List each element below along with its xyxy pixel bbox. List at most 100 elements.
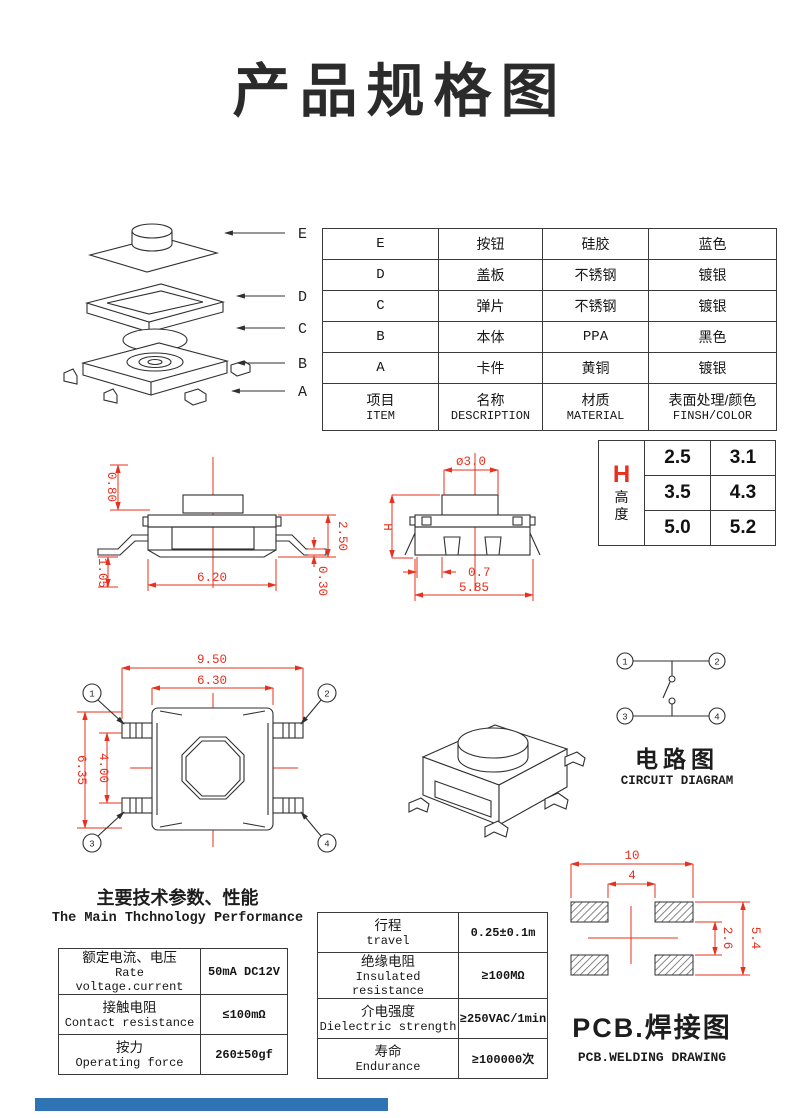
height-row-3: 5.0 5.2 [599,510,776,546]
cell-item: B [322,321,439,353]
height-cell: 3.1 [710,440,776,476]
cell-finish: 镀银 [648,352,777,384]
height-header: H 高度 [598,440,645,546]
dim-9-50: 9.50 [197,653,227,667]
cell-material: 不锈钢 [542,259,649,291]
top-view-drawing: 9.50 6.30 6.35 4.00 1 2 3 4 [74,653,337,853]
footer-blue-bar [35,1098,388,1111]
dim-1-05: 1.05 [95,558,109,588]
cell-item: C [322,290,439,322]
dim-6-35: 6.35 [74,755,88,785]
dim-5-4: 5.4 [748,927,762,950]
part-label-d: D [298,289,307,306]
cell-name: 卡件 [438,352,543,384]
parts-table: E 按钮 硅胶 蓝色 D 盖板 不锈钢 镀银 C 弹片 不锈钢 镀银 B 本体 … [322,228,777,431]
height-label: 高度 [614,489,629,522]
pcb-title-cn: PCB.焊接图 [572,1013,732,1043]
height-row-2: 3.5 4.3 [599,475,776,511]
dim-6-30: 6.30 [197,674,227,688]
side-view-outline [97,494,327,558]
height-row-1: H 高度 2.5 3.1 [598,440,776,546]
perf-value: ≤100mΩ [200,994,288,1035]
dim-2-50: 2.50 [335,521,349,551]
dim-4-00: 4.00 [96,753,110,783]
perf-value: ≥250VAC/1min [458,998,548,1039]
cell-material: 不锈钢 [542,290,649,322]
pin-number-2: 2 [324,690,329,700]
circuit-pin-2: 2 [714,658,719,668]
pin-number-3: 3 [89,840,94,850]
cell-item: D [322,259,439,291]
dim-4: 4 [628,869,636,883]
dim-10: 10 [624,849,639,863]
dim-0-7: 0.7 [468,566,491,580]
cell-name: 弹片 [438,290,543,322]
cell-finish: 镀银 [648,290,777,322]
circuit-title-en: CIRCUIT DIAGRAM [620,774,734,788]
cell-item: A [322,352,439,384]
height-table: H 高度 2.5 3.1 3.5 4.3 5.0 5.2 [598,440,776,546]
cell-name: 盖板 [438,259,543,291]
cell-item: E [322,228,439,260]
side-view-dimensions: 0.80 2.50 6.20 1.05 0.30 [95,464,349,596]
dim-0-30: 0.30 [315,566,329,596]
parts-row-a: A 卡件 黄铜 镀银 [322,352,777,384]
height-cell: 4.3 [710,475,776,511]
part-label-b: B [298,356,307,373]
dim-0-80: 0.80 [104,472,118,502]
top-view-pin-callouts: 1 2 3 4 [82,683,337,853]
front-view-drawing: ø3.0 H 0.7 5.85 [380,453,541,601]
perf-value: ≥100MΩ [458,952,548,999]
cell-material: PPA [542,321,649,353]
cell-finish: 镀银 [648,259,777,291]
exploded-parts-sketch [63,223,251,406]
cell-material: 硅胶 [542,228,649,260]
pin-number-1: 1 [89,690,94,700]
parts-row-e: E 按钮 硅胶 蓝色 [322,228,777,260]
dim-diameter: ø3.0 [456,455,486,469]
circuit-pin-4: 4 [714,713,719,723]
cell-finish: 黑色 [648,321,777,353]
performance-heading-cn: 主要技术参数、性能 [96,888,259,908]
perf-value: ≥100000次 [458,1038,548,1079]
parts-row-c: C 弹片 不锈钢 镀银 [322,290,777,322]
side-view-drawing: 0.80 2.50 6.20 1.05 0.30 [95,457,349,596]
top-view-dimensions: 9.50 6.30 6.35 4.00 [74,653,304,829]
part-label-a: A [298,384,307,401]
height-cell: 2.5 [644,440,711,476]
pcb-pads [570,901,694,976]
parts-row-b: B 本体 PPA 黑色 [322,321,777,353]
assembled-3d-view [408,724,586,838]
circuit-pin-3: 3 [622,713,627,723]
part-label-c: C [298,321,307,338]
cell-name: 按钮 [438,228,543,260]
perf-value: 50mA DC12V [200,948,288,995]
front-view-outline [404,494,541,556]
part-label-e: E [298,226,307,243]
dim-6-20: 6.20 [197,571,227,585]
front-view-dimensions: ø3.0 H 0.7 5.85 [380,455,534,601]
dim-height-h: H [380,523,394,531]
cell-name: 本体 [438,321,543,353]
height-letter: H [612,461,631,488]
top-view-outline [121,707,304,831]
height-cell: 3.5 [644,475,711,511]
circuit-diagram: 1 2 3 4 [616,652,726,725]
